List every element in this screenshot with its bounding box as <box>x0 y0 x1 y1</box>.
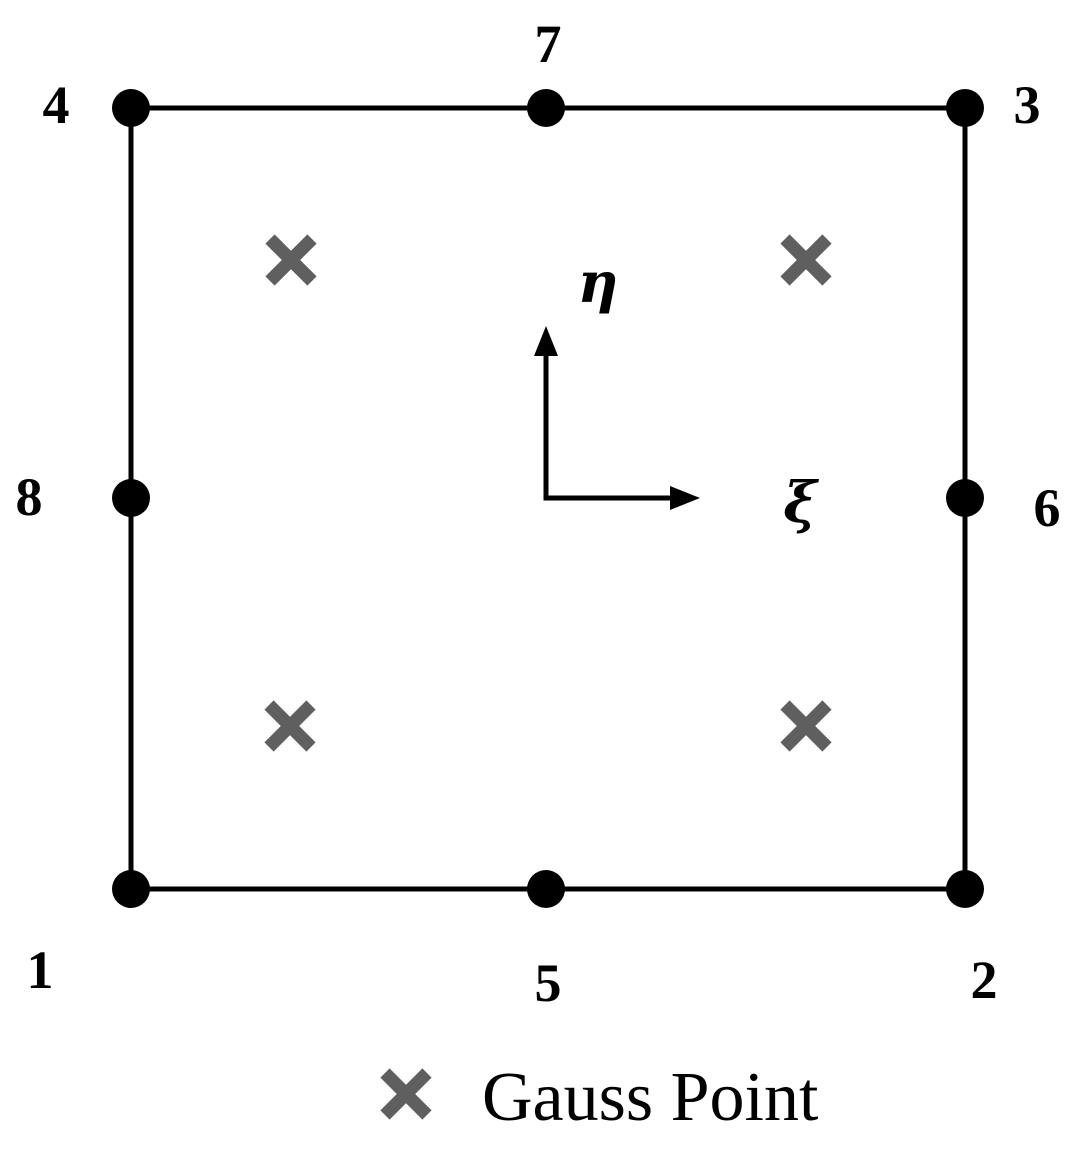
xi-axis-label: ξ <box>783 470 819 536</box>
node-7 <box>527 89 565 127</box>
node-label-2: 2 <box>971 950 998 1010</box>
node-label-1: 1 <box>27 940 54 1000</box>
node-label-8: 8 <box>16 467 43 527</box>
node-labels: 1 2 3 4 5 6 7 8 <box>16 14 1061 1013</box>
node-label-3: 3 <box>1014 75 1041 135</box>
node-5 <box>527 870 565 908</box>
eta-axis-label: η <box>578 250 619 316</box>
node-label-7: 7 <box>535 14 562 74</box>
xi-arrowhead <box>670 486 700 510</box>
node-label-4: 4 <box>43 75 70 135</box>
nodes <box>112 89 984 908</box>
gauss-point-marker <box>780 234 832 286</box>
gauss-point-marker <box>780 700 832 752</box>
node-8 <box>112 479 150 517</box>
node-6 <box>946 479 984 517</box>
eta-arrowhead <box>534 326 558 356</box>
gauss-points <box>264 234 832 752</box>
node-4 <box>112 89 150 127</box>
local-axes <box>534 326 700 510</box>
node-2 <box>946 870 984 908</box>
axis-lines <box>543 342 684 501</box>
node-label-5: 5 <box>535 953 562 1013</box>
legend-gauss-marker <box>380 1068 432 1120</box>
node-1 <box>112 870 150 908</box>
legend-gauss-point-label: Gauss Point <box>482 1059 819 1136</box>
gauss-point-marker <box>265 234 317 286</box>
node-label-6: 6 <box>1034 478 1061 538</box>
node-3 <box>946 89 984 127</box>
legend: Gauss Point <box>380 1059 819 1136</box>
gauss-point-marker <box>264 700 316 752</box>
